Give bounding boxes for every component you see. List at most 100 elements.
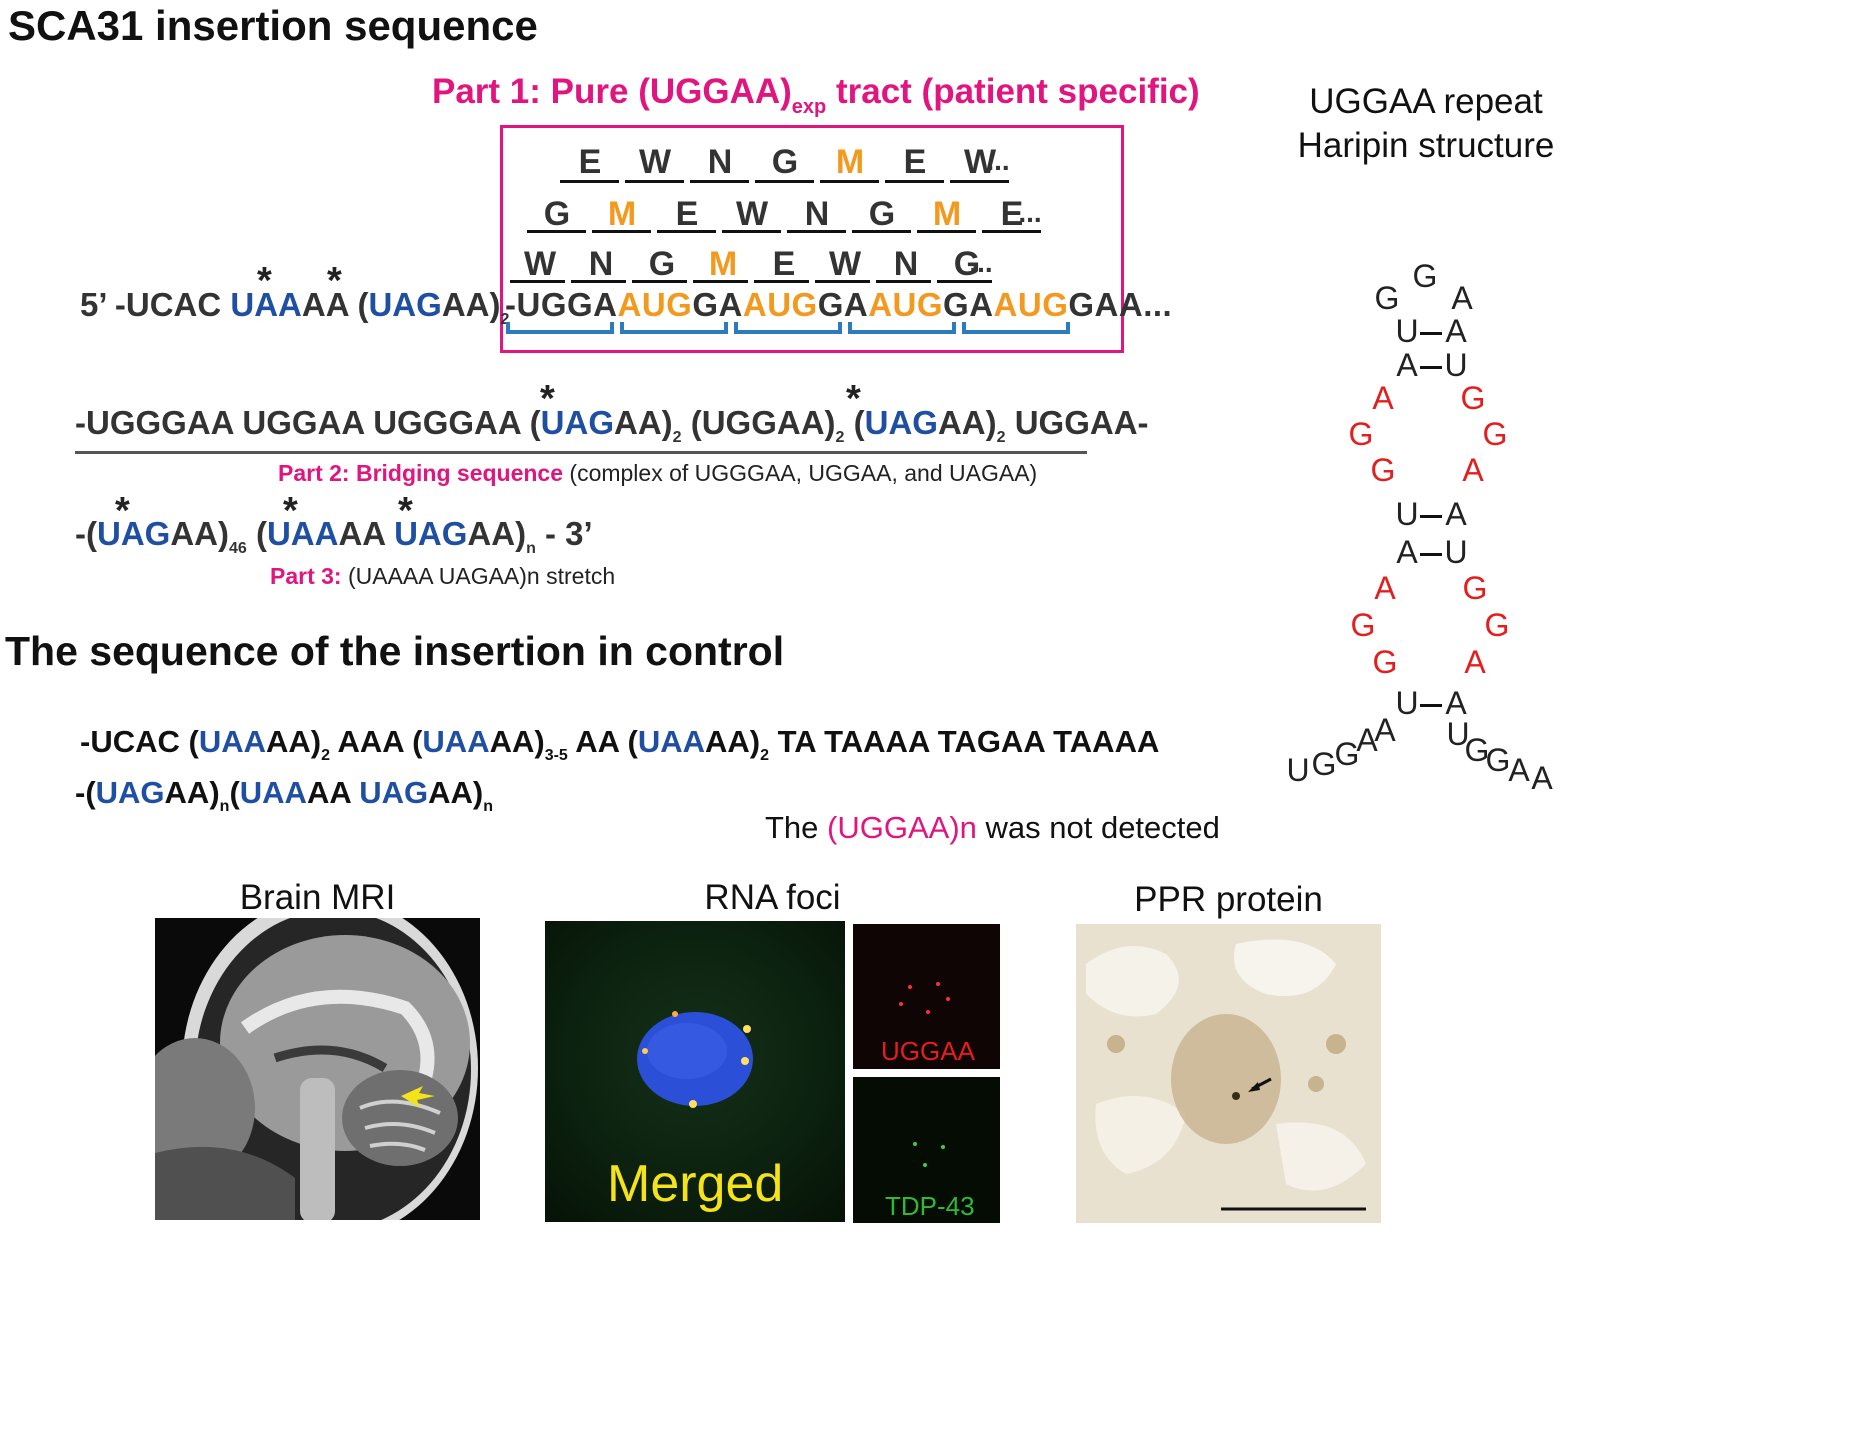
seq-text: AA)	[705, 724, 761, 759]
neck	[155, 1146, 295, 1220]
control-sequence-line2: -(UAGAA)n(UAAAA UAGAA)n	[75, 775, 493, 816]
subscript: 2	[996, 429, 1006, 446]
codon-underline	[876, 280, 931, 283]
seq-text: GA	[943, 286, 994, 323]
arrow-icon	[401, 1086, 435, 1108]
amino-acid: M	[835, 143, 865, 181]
seq-text: AA)	[265, 724, 322, 759]
seq-text: AA)	[467, 515, 527, 552]
nucleotide: U	[1395, 313, 1419, 349]
uaa-codon: UAA	[422, 724, 490, 759]
face-tissue	[155, 1038, 255, 1178]
cerebellum	[342, 1070, 458, 1166]
codon-underline	[527, 230, 586, 233]
nucleotide: A	[1445, 313, 1467, 349]
uaa-codon: UAA	[198, 724, 266, 759]
nucleotide: A	[1374, 570, 1396, 606]
amino-acid: N	[588, 245, 614, 283]
focus-dot	[908, 985, 912, 989]
nucleotide: G	[1350, 607, 1376, 643]
stop-codon-star: *	[398, 490, 413, 532]
ventricle	[273, 1045, 388, 1072]
amino-acid: E	[903, 143, 927, 181]
mri-drawing	[155, 918, 478, 1220]
nucleotide: A	[1445, 496, 1467, 532]
seq-text: GA	[692, 286, 743, 323]
uag-codon: UAG	[394, 515, 468, 552]
control-title: The sequence of the insertion in control	[5, 628, 785, 674]
seq-text: AA)	[937, 404, 997, 441]
nucleotide: A	[1396, 347, 1418, 383]
focus-dot	[923, 1163, 927, 1167]
codon-underline	[787, 230, 846, 233]
corpus-callosum	[240, 989, 435, 1080]
tissue-vacuole	[1095, 1096, 1186, 1174]
nucleotide: A	[1374, 712, 1396, 748]
nucleotide: A	[1531, 760, 1553, 796]
control-note: The (UGGAA)n was not detected	[765, 810, 1220, 846]
part3-sequence: -(UAGAA)46 (UAAAA UAGAA)n - 3’	[75, 515, 593, 558]
uaa-codon: UAA	[637, 724, 706, 759]
amino-acid: N	[893, 245, 919, 283]
nucleotide: A	[1508, 752, 1530, 788]
focus-dot	[946, 997, 950, 1001]
amino-acid: E	[772, 245, 796, 283]
codon-underline	[917, 230, 976, 233]
codon-underline	[820, 180, 879, 183]
nucleotide: A	[1372, 380, 1394, 416]
codon-underline	[815, 280, 870, 283]
focus-dot	[642, 1048, 648, 1054]
repeat-bracket	[848, 322, 956, 334]
codon-underline	[722, 230, 781, 233]
ppr-drawing	[1086, 939, 1366, 1211]
nucleotide: G	[1464, 732, 1490, 768]
focus-dot	[899, 1002, 903, 1006]
seq-text: -(	[75, 515, 97, 552]
seq-text: UGGAA-	[1005, 404, 1149, 441]
seq-text: -(	[75, 775, 96, 810]
nucleotide: U	[1444, 534, 1468, 570]
focus-dot	[941, 1145, 945, 1149]
part3-label-bold: Part 3:	[270, 563, 342, 589]
control-sequence-line1: -UCAC (UAAAA)2 AAA (UAAAA)3-5 AA (UAAAA)…	[80, 724, 1159, 765]
part3-label: Part 3: (UAAAA UAGAA)n stretch	[270, 563, 615, 590]
brainstem	[300, 1078, 335, 1220]
focus-dot	[741, 1057, 749, 1065]
seq-text: AA (	[567, 724, 638, 759]
note-text: The	[765, 810, 828, 845]
uggaa-repeat-sequence: -UGGAAUGGAAUGGAAUGGAAUGGAA...	[505, 286, 1172, 324]
uggaa-channel-label: UGGAA	[881, 1036, 975, 1066]
hairpin-title-line2: Haripin structure	[1297, 126, 1555, 165]
codon-underline	[937, 280, 992, 283]
subscript: n	[526, 540, 536, 557]
tdp43-channel-image: TDP-43	[853, 1077, 1000, 1223]
uag-codon: UAG	[368, 286, 442, 323]
seq-text: AA)	[170, 515, 229, 552]
frame-ellipsis: ...	[969, 247, 993, 278]
foci-drawing	[637, 1011, 753, 1108]
codon-underline	[982, 230, 1041, 233]
cell-nucleus	[1107, 1035, 1125, 1053]
tdp43-channel-label: TDP-43	[885, 1191, 975, 1221]
base-pair-bond	[1420, 553, 1442, 556]
seq-text: TA TAAAA TAGAA TAAAA	[769, 724, 1160, 759]
nucleotide: A	[1462, 452, 1484, 488]
codon-underline	[625, 180, 684, 183]
seq-text: AA)	[614, 404, 673, 441]
nucleotide: A	[1445, 685, 1467, 721]
subscript: 2	[672, 429, 682, 446]
amino-acid: G	[868, 195, 896, 233]
seq-text: GA	[817, 286, 869, 323]
stop-codon-star: *	[846, 378, 861, 420]
seq-text: AA	[338, 515, 395, 552]
codon-underline	[632, 280, 687, 283]
stop-codon-star: *	[257, 260, 272, 302]
merged-label: Merged	[607, 1155, 784, 1213]
uag-codon: UAG	[540, 404, 614, 441]
seq-text: AA)	[164, 775, 220, 810]
orange-nt: A	[868, 286, 893, 323]
part1-title-sub: exp	[791, 96, 827, 118]
focus-dot	[926, 1010, 930, 1014]
seq-text: -UGGGAA UGGAA UGGGAA (	[75, 404, 541, 441]
part1-title: Part 1: Pure (UGGAA)exp tract (patient s…	[432, 72, 1200, 119]
